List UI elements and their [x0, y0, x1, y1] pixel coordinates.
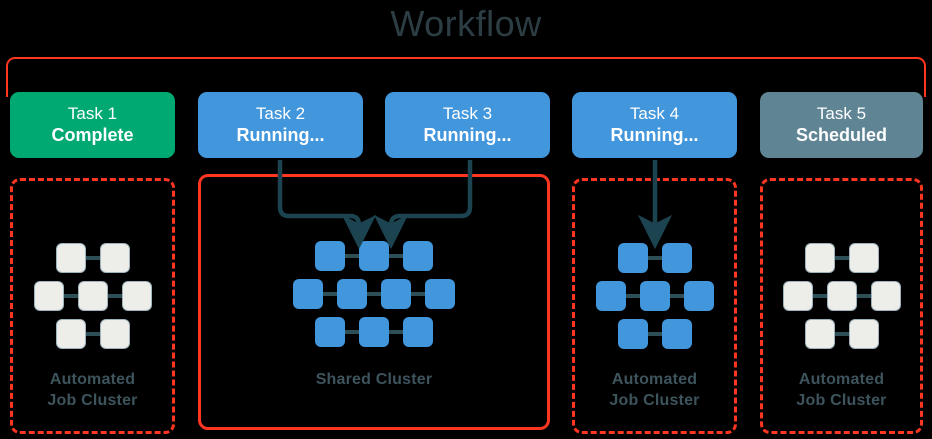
task-box-2[interactable]: Task 2 Running... — [198, 92, 363, 158]
task-box-5[interactable]: Task 5 Scheduled — [760, 92, 923, 158]
cluster-label: Automated Job Cluster — [763, 369, 920, 411]
page-title: Workflow — [390, 3, 542, 44]
cluster-node[interactable] — [359, 241, 389, 271]
cluster-node[interactable] — [33, 281, 64, 311]
cluster-label: Automated Job Cluster — [13, 369, 172, 411]
task-status: Running... — [236, 125, 325, 145]
node-connector — [107, 294, 122, 298]
workflow-bracket — [6, 57, 926, 97]
cluster-node[interactable] — [661, 243, 692, 273]
node-connector — [345, 330, 359, 334]
cluster-node[interactable] — [77, 281, 108, 311]
cluster-box-shared-cluster[interactable]: Shared Cluster — [198, 174, 550, 430]
node-connector — [411, 292, 425, 296]
cluster-node[interactable] — [617, 243, 648, 273]
task-name: Task 2 — [255, 104, 306, 123]
node-row — [763, 277, 920, 315]
task-name: Task 3 — [442, 104, 493, 123]
node-grid — [575, 239, 734, 353]
node-connector — [856, 294, 871, 298]
cluster-node[interactable] — [403, 317, 433, 347]
cluster-node[interactable] — [617, 319, 648, 349]
cluster-label-line2: Job Cluster — [796, 392, 887, 409]
node-row — [13, 239, 172, 277]
node-connector — [834, 256, 849, 260]
cluster-label-line1: Automated — [798, 371, 885, 388]
cluster-box-automated-job-cluster-1[interactable]: Automated Job Cluster — [10, 178, 175, 434]
task-row: Task 1 Complete Task 2 Running... Task 3… — [0, 92, 932, 160]
cluster-node[interactable] — [595, 281, 626, 311]
node-connector — [389, 330, 403, 334]
node-connector — [647, 332, 662, 336]
task-status: Running... — [610, 125, 699, 145]
node-grid — [13, 239, 172, 353]
cluster-label: Automated Job Cluster — [575, 369, 734, 411]
node-row — [201, 313, 547, 351]
node-connector — [834, 332, 849, 336]
cluster-node[interactable] — [381, 279, 411, 309]
cluster-node[interactable] — [293, 279, 323, 309]
cluster-node[interactable] — [683, 281, 714, 311]
node-row — [13, 315, 172, 353]
cluster-node[interactable] — [359, 317, 389, 347]
task-status: Running... — [423, 125, 512, 145]
task-box-4[interactable]: Task 4 Running... — [572, 92, 737, 158]
task-status: Scheduled — [795, 125, 888, 145]
cluster-node[interactable] — [337, 279, 367, 309]
cluster-label-line1: Shared Cluster — [315, 371, 433, 388]
node-row — [575, 239, 734, 277]
node-connector — [323, 292, 337, 296]
task-name: Task 1 — [67, 104, 118, 123]
cluster-node[interactable] — [870, 281, 901, 311]
cluster-label: Shared Cluster — [201, 369, 547, 390]
cluster-label-line2: Job Cluster — [609, 392, 700, 409]
node-connector — [389, 254, 403, 258]
cluster-node[interactable] — [804, 243, 835, 273]
task-name: Task 5 — [816, 104, 867, 123]
cluster-node[interactable] — [315, 317, 345, 347]
cluster-label-line1: Automated — [611, 371, 698, 388]
cluster-node[interactable] — [403, 241, 433, 271]
node-connector — [367, 292, 381, 296]
cluster-node[interactable] — [55, 243, 86, 273]
node-connector — [345, 254, 359, 258]
node-connector — [812, 294, 827, 298]
cluster-node[interactable] — [826, 281, 857, 311]
cluster-box-automated-job-cluster-2[interactable]: Automated Job Cluster — [572, 178, 737, 434]
node-row — [201, 237, 547, 275]
node-grid — [763, 239, 920, 353]
cluster-node[interactable] — [99, 319, 130, 349]
task-box-3[interactable]: Task 3 Running... — [385, 92, 550, 158]
node-connector — [85, 332, 100, 336]
node-row — [763, 239, 920, 277]
cluster-node[interactable] — [848, 243, 879, 273]
cluster-label-line1: Automated — [49, 371, 136, 388]
cluster-node[interactable] — [804, 319, 835, 349]
node-connector — [625, 294, 640, 298]
node-row — [201, 275, 547, 313]
task-box-1[interactable]: Task 1 Complete — [10, 92, 175, 158]
node-row — [13, 277, 172, 315]
cluster-node[interactable] — [425, 279, 455, 309]
cluster-node[interactable] — [639, 281, 670, 311]
node-row — [575, 277, 734, 315]
cluster-label-line2: Job Cluster — [47, 392, 138, 409]
node-connector — [63, 294, 78, 298]
task-status: Complete — [51, 125, 134, 145]
task-name: Task 4 — [629, 104, 680, 123]
node-row — [763, 315, 920, 353]
cluster-box-automated-job-cluster-3[interactable]: Automated Job Cluster — [760, 178, 923, 434]
cluster-node[interactable] — [55, 319, 86, 349]
node-grid — [201, 237, 547, 351]
cluster-node[interactable] — [315, 241, 345, 271]
node-connector — [647, 256, 662, 260]
node-connector — [85, 256, 100, 260]
cluster-node[interactable] — [661, 319, 692, 349]
cluster-node[interactable] — [782, 281, 813, 311]
node-row — [575, 315, 734, 353]
cluster-node[interactable] — [121, 281, 152, 311]
node-connector — [669, 294, 684, 298]
cluster-node[interactable] — [99, 243, 130, 273]
cluster-node[interactable] — [848, 319, 879, 349]
